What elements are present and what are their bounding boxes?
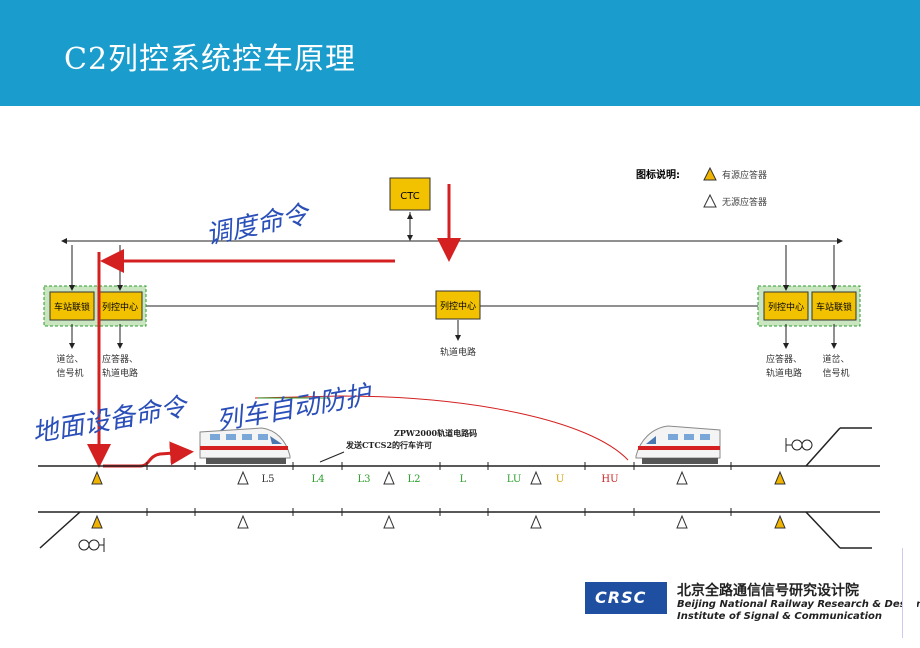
ground-command-text: 地面设备命令 [30,392,192,449]
logo-en-line1: Beijing National Railway Research & Desi… [677,599,920,610]
track-joints-upper [146,462,732,470]
train-front-icon [635,425,721,464]
train-rear-icon [199,427,291,464]
track-code-label: L5 [261,474,274,485]
track-code-label: L [460,474,467,485]
svg-text:应答器、: 应答器、 [102,353,138,365]
passive-balise-icon [383,470,395,485]
track-code-label: L2 [407,474,420,485]
zpw-note-1: ZPW2000轨道电路码 [394,428,477,438]
ground-arrow-to-train [103,441,194,468]
left-tcc-box [97,291,143,321]
signal-right-icon [785,438,813,452]
passive-balise-icon [383,514,395,529]
active-balise-icon [91,514,103,529]
legend-passive-balise-icon [703,193,717,208]
ctc-box [389,177,431,211]
track-code-label: L3 [357,474,370,485]
svg-text:应答器、: 应答器、 [766,353,802,365]
svg-text:道岔、: 道岔、 [56,353,83,365]
passive-balise-icon [530,514,542,529]
signal-left-icon [78,538,105,552]
svg-text:车站联锁: 车站联锁 [54,301,90,313]
legend-title: 图标说明: [636,168,680,181]
legend-active-balise-icon [703,166,717,181]
mid-tcc-box [435,290,481,320]
active-balise-icon [91,470,103,485]
passive-balise-icon [237,514,249,529]
track-joints-lower [146,508,732,516]
svg-text:轨道电路: 轨道电路 [102,367,138,379]
ctc-label: CTC [400,191,420,202]
track-code-label: U [556,474,564,485]
passive-balise-icon [676,470,688,485]
svg-text:信号机: 信号机 [56,367,83,379]
header-bar: C2列控系统控车原理 [0,0,920,106]
right-interlock-box [811,291,857,321]
dispatch-command-text: 调度命令 [203,199,314,251]
passive-balise-icon [237,470,249,485]
active-balise-icon [774,514,786,529]
atp-text: 列车自动防护 [214,380,376,437]
left-interlock-box [49,291,95,321]
page-title: C2列控系统控车原理 [64,42,357,77]
slide-edge [902,548,917,638]
track-code-label: LU [507,474,522,485]
passive-balise-icon [676,514,688,529]
track-code-label: HU [601,474,618,485]
svg-text:列控中心: 列控中心 [102,301,138,313]
track-codes: L5 L4 L3 L2 L LU U HU [261,474,618,485]
active-balise-icon [774,470,786,485]
logo-cn-text: 北京全路通信信号研究设计院 [677,583,859,599]
svg-text:轨道电路: 轨道电路 [766,367,802,379]
atp-curve [254,395,629,461]
svg-text:列控中心: 列控中心 [768,301,804,313]
track-code-label: L4 [311,474,324,485]
logo-en-line2: Institute of Signal & Communication [677,611,882,622]
svg-text:道岔、: 道岔、 [822,353,849,365]
svg-text:信号机: 信号机 [822,367,849,379]
svg-text:列控中心: 列控中心 [440,300,476,312]
crsc-logo-mark: CRSC [585,582,667,614]
svg-text:轨道电路: 轨道电路 [440,346,476,358]
legend-passive-label: 无源应答器 [722,196,767,208]
passive-balise-icon [530,470,542,485]
zpw-note-2: 发送CTCS2的行车许可 [345,440,432,450]
svg-text:车站联锁: 车站联锁 [816,301,852,313]
legend-active-label: 有源应答器 [722,169,767,181]
right-tcc-box [763,291,809,321]
